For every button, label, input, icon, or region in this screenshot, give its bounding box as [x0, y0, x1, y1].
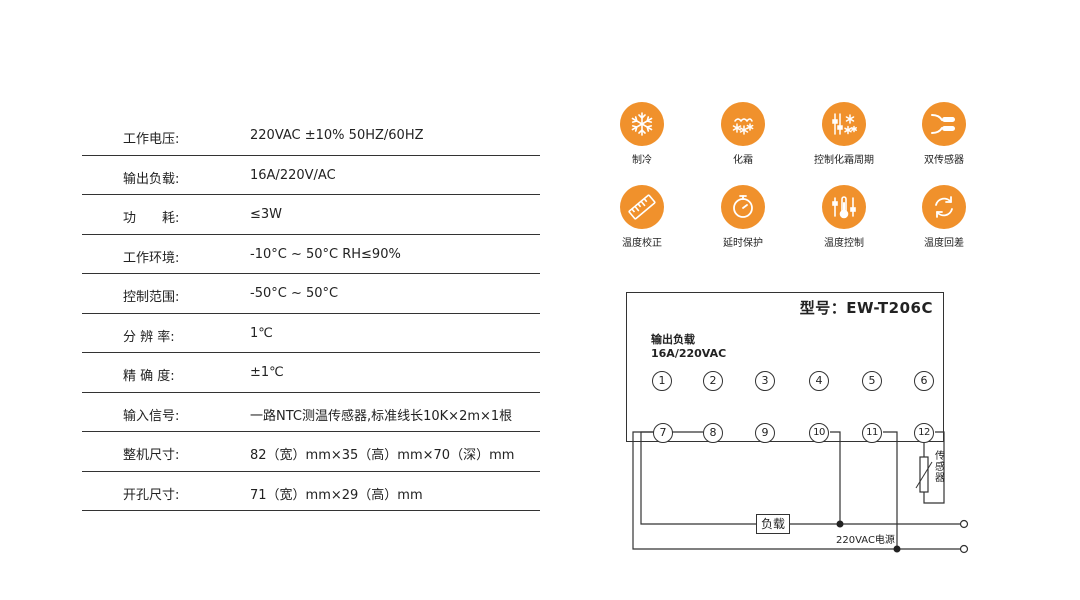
spec-value: 一路NTC测温传感器,标准线长10K×2m×1根 [250, 408, 513, 424]
spec-label: 分 辨 率: [123, 329, 175, 345]
feature-label: 温度控制 [824, 238, 864, 249]
terminal-3: 3 [755, 371, 775, 391]
spec-value: ±1℃ [250, 365, 284, 380]
terminal-6: 6 [914, 371, 934, 391]
spec-label: 工作电压: [123, 132, 180, 147]
spec-label: 工作环境: [123, 250, 180, 266]
feature-label: 延时保护 [723, 238, 763, 249]
terminal-9: 9 [755, 423, 775, 443]
power-label: 220VAC电源 [836, 535, 895, 546]
spec-value: 16A/220V/AC [250, 167, 336, 183]
feature-dual-sensor: 双传感器 [894, 102, 994, 166]
timer-icon [721, 185, 765, 229]
spec-label: 整机尺寸: [123, 448, 180, 463]
terminal-10: 10 [809, 423, 829, 443]
spec-table: 工作电压: 220VAC ±10% 50HZ/60HZ 输出负载: 16A/220V… [82, 116, 540, 511]
defrost-icon [721, 102, 765, 146]
spec-row: 工作电压: 220VAC ±10% 50HZ/60HZ [82, 116, 540, 156]
feature-label: 双传感器 [924, 155, 964, 166]
model-number: 型号：EW-T206C [799, 299, 933, 317]
spec-row: 控制范围: -50°C ~ 50°C [82, 274, 540, 314]
terminal-2: 2 [703, 371, 723, 391]
terminal-12: 12 [914, 423, 934, 443]
terminal-5: 5 [862, 371, 882, 391]
defrost-cycle-icon [822, 102, 866, 146]
snowflake-icon [620, 102, 664, 146]
dual-sensor-icon [922, 102, 966, 146]
output-load-label: 输出负载 16A/220VAC [651, 333, 726, 361]
feature-defrost: 化霜 [693, 102, 793, 166]
terminal-4: 4 [809, 371, 829, 391]
thermometer-icon [822, 185, 866, 229]
terminal-8: 8 [703, 423, 723, 443]
feature-delay-protection: 延时保护 [693, 185, 793, 249]
spec-value: 71（宽）mm×29（高）mm [250, 487, 423, 503]
spec-value: 1℃ [250, 325, 273, 341]
controller-panel: 型号：EW-T206C 输出负载 16A/220VAC [626, 292, 944, 442]
feature-cooling: 制冷 [592, 102, 692, 166]
sensor-label: 传感器 [935, 451, 945, 484]
spec-label: 开孔尺寸: [123, 487, 180, 503]
spec-label: 功 耗: [123, 211, 180, 226]
feature-temp-hysteresis: 温度回差 [894, 185, 994, 249]
spec-value: 82（宽）mm×35（高）mm×70（深）mm [250, 448, 515, 463]
feature-defrost-cycle: 控制化霜周期 [794, 102, 894, 166]
feature-label: 化霜 [733, 155, 753, 166]
spec-row: 分 辨 率: 1℃ [82, 314, 540, 353]
spec-row: 功 耗: ≤3W [82, 195, 540, 235]
feature-label: 控制化霜周期 [814, 155, 874, 166]
spec-value: ≤3W [250, 207, 283, 222]
spec-label: 精 确 度: [123, 369, 175, 384]
spec-row: 输入信号: 一路NTC测温传感器,标准线长10K×2m×1根 [82, 393, 540, 432]
spec-value: -10°C ~ 50°C RH≤90% [250, 246, 401, 262]
output-load-value: 16A/220VAC [651, 347, 727, 360]
load-box: 负载 [756, 514, 790, 534]
output-load-title: 输出负载 [651, 333, 695, 346]
hysteresis-icon [922, 185, 966, 229]
spec-value: 220VAC ±10% 50HZ/60HZ [250, 128, 424, 143]
spec-row: 开孔尺寸: 71（宽）mm×29（高）mm [82, 472, 540, 511]
feature-label: 温度校正 [622, 238, 662, 249]
spec-row: 输出负载: 16A/220V/AC [82, 156, 540, 195]
terminal-1: 1 [652, 371, 672, 391]
feature-label: 温度回差 [924, 238, 964, 249]
spec-row: 精 确 度: ±1℃ [82, 353, 540, 393]
spec-label: 输入信号: [123, 408, 180, 424]
feature-temp-calibration: 温度校正 [592, 185, 692, 249]
spec-row: 整机尺寸: 82（宽）mm×35（高）mm×70（深）mm [82, 432, 540, 472]
spec-label: 输出负载: [123, 171, 180, 187]
feature-temp-control: 温度控制 [794, 185, 894, 249]
terminal-11: 11 [862, 423, 882, 443]
terminal-7: 7 [653, 423, 673, 443]
spec-value: -50°C ~ 50°C [250, 286, 339, 301]
feature-label: 制冷 [632, 155, 652, 166]
spec-label: 控制范围: [123, 290, 180, 305]
ruler-icon [620, 185, 664, 229]
spec-row: 工作环境: -10°C ~ 50°C RH≤90% [82, 235, 540, 274]
